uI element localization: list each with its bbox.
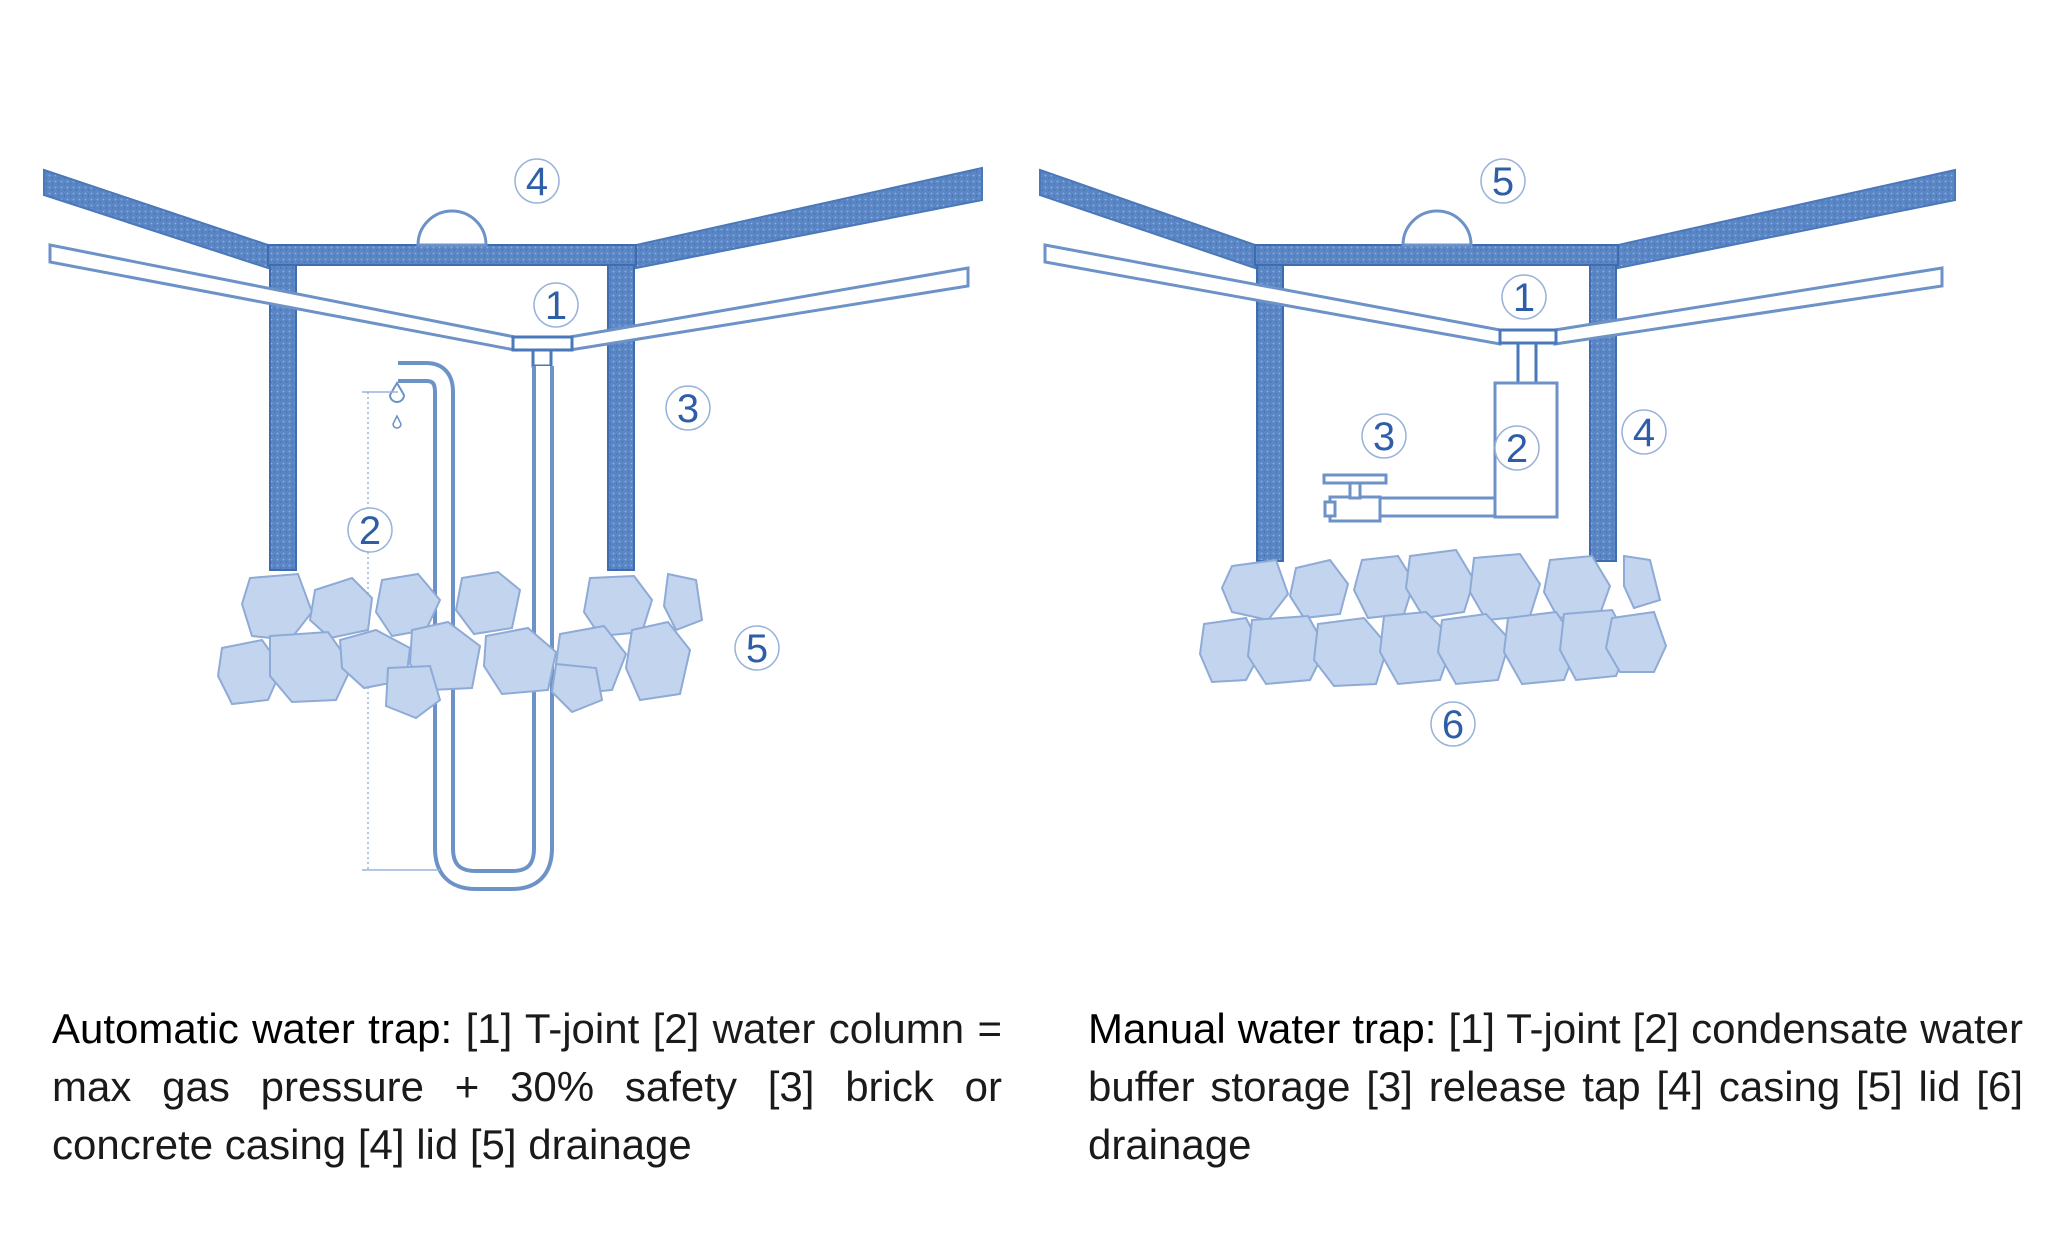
t-joint-stem-right bbox=[1516, 341, 1538, 385]
lid-slab bbox=[267, 244, 637, 266]
lid-handle bbox=[1401, 209, 1473, 247]
callout-casing-right: 4 bbox=[1621, 409, 1667, 455]
release-tap bbox=[1322, 473, 1388, 523]
svg-text:6: 6 bbox=[1442, 703, 1464, 747]
svg-text:4: 4 bbox=[526, 160, 548, 204]
svg-text:3: 3 bbox=[1373, 415, 1395, 459]
caption-lead: Manual water trap: bbox=[1088, 1005, 1437, 1052]
casing-wall-left bbox=[269, 264, 297, 571]
caption-body: [1] T-joint [2] water column = max gas p… bbox=[52, 1005, 1002, 1168]
lid-handle bbox=[416, 209, 488, 247]
svg-text:4: 4 bbox=[1633, 411, 1655, 455]
callout-drainage-right: 6 bbox=[1430, 701, 1476, 747]
callout-release-tap-right: 3 bbox=[1361, 413, 1407, 459]
ground-surface-right bbox=[635, 166, 983, 270]
ground-surface-right bbox=[1617, 168, 1956, 270]
t-joint-stem-left bbox=[531, 348, 553, 368]
ground-surface-left bbox=[43, 168, 269, 270]
t-joint-left bbox=[511, 335, 574, 352]
casing-wall-left bbox=[1256, 264, 1284, 562]
svg-text:5: 5 bbox=[1492, 160, 1514, 204]
svg-text:5: 5 bbox=[746, 627, 768, 671]
svg-text:2: 2 bbox=[1506, 427, 1528, 471]
t-joint-right bbox=[1498, 328, 1558, 345]
drainage-stones-right bbox=[1198, 548, 1668, 688]
casing-wall-right bbox=[607, 264, 635, 571]
caption-body: [1] T-joint [2] condensate water buffer … bbox=[1088, 1005, 2023, 1168]
callout-lid-left: 4 bbox=[514, 158, 560, 204]
water-drop-icon bbox=[392, 414, 402, 429]
callout-casing-left: 3 bbox=[665, 385, 711, 431]
callout-drainage-left: 5 bbox=[734, 625, 780, 671]
callout-lid-right: 5 bbox=[1480, 158, 1526, 204]
ground-surface-left bbox=[1039, 168, 1256, 270]
caption-lead: Automatic water trap: bbox=[52, 1005, 453, 1052]
callout-t-joint-right: 1 bbox=[1501, 274, 1547, 320]
manual-water-trap-diagram: 5 1 3 2 4 6 bbox=[1039, 158, 1956, 747]
manual-trap-caption: Manual water trap: [1] T-joint [2] conde… bbox=[1088, 1000, 2023, 1174]
automatic-water-trap-diagram: 4 1 3 2 5 bbox=[43, 158, 983, 891]
svg-text:1: 1 bbox=[545, 284, 567, 328]
water-drop-icon bbox=[388, 381, 406, 403]
u-tube-inner bbox=[398, 365, 550, 887]
casing-wall-right bbox=[1589, 264, 1617, 562]
automatic-trap-caption: Automatic water trap: [1] T-joint [2] wa… bbox=[52, 1000, 1002, 1174]
callout-buffer-right: 2 bbox=[1494, 425, 1540, 471]
callout-water-column-left: 2 bbox=[347, 507, 393, 553]
svg-text:3: 3 bbox=[677, 387, 699, 431]
svg-text:2: 2 bbox=[359, 509, 381, 553]
drainage-stones-left bbox=[216, 570, 704, 720]
svg-text:1: 1 bbox=[1513, 276, 1535, 320]
lid-slab bbox=[1254, 244, 1619, 266]
callout-t-joint-left: 1 bbox=[533, 282, 579, 328]
